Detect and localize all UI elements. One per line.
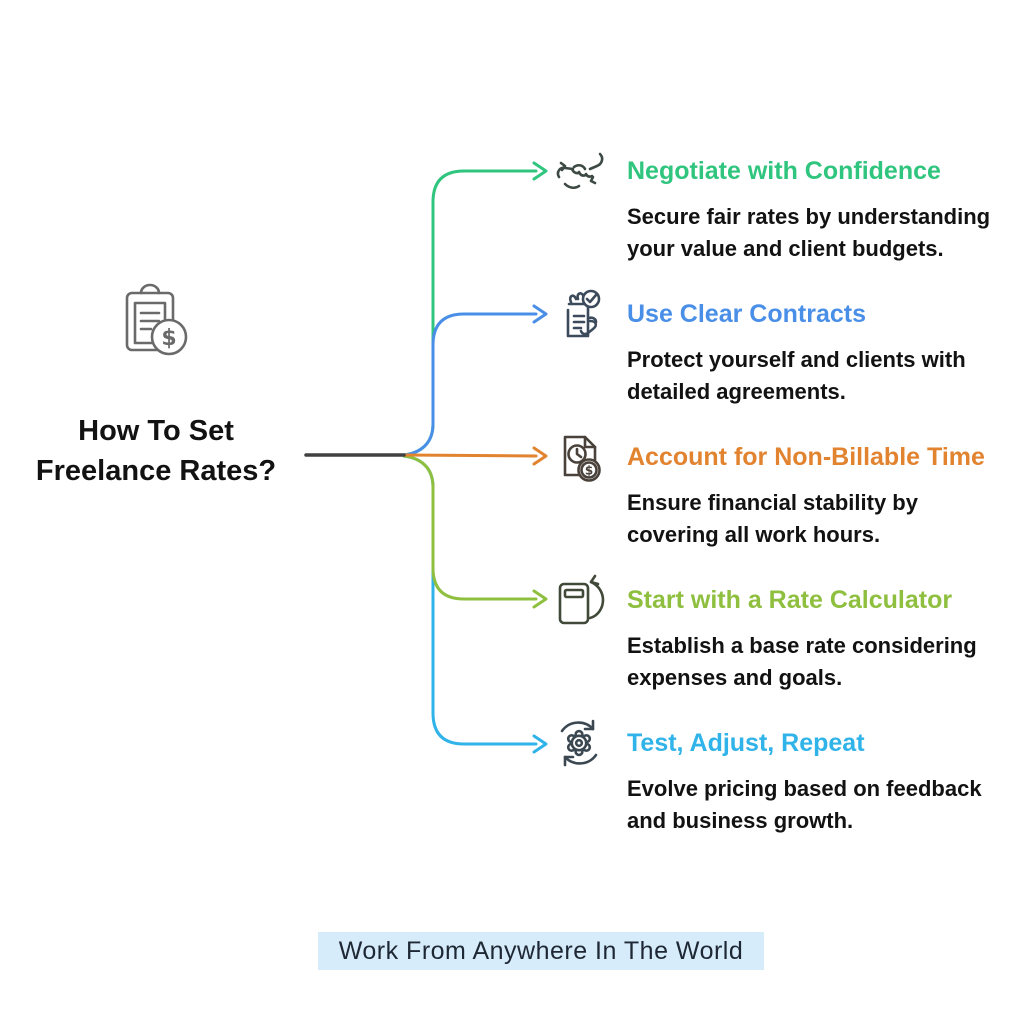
branch-desc-negotiate: Secure fair rates by understanding your … xyxy=(627,204,991,261)
branch-negotiate: Negotiate with Confidence Secure fair ra… xyxy=(627,155,1009,265)
connector-arrowhead-1 xyxy=(532,161,548,181)
footer-label: Work From Anywhere In The World xyxy=(338,936,744,965)
connector-branch-2 xyxy=(402,312,538,457)
branch-calculator: Start with a Rate Calculator Establish a… xyxy=(627,584,1009,694)
branch-title-contracts: Use Clear Contracts xyxy=(627,300,866,328)
root-title: How To Set Freelance Rates? xyxy=(8,411,304,491)
connector-arrowhead-3 xyxy=(532,446,548,466)
branch-contracts: Use Clear Contracts Protect yourself and… xyxy=(627,298,1009,408)
branch-desc-contracts: Protect yourself and clients with detail… xyxy=(627,347,966,404)
branch-title-nonbillable: Account for Non-Billable Time xyxy=(627,443,985,471)
svg-text:$: $ xyxy=(585,464,593,478)
clipboard-dollar-icon: $ xyxy=(112,280,194,362)
contract-check-icon xyxy=(550,285,608,343)
branch-iterate: Test, Adjust, Repeat Evolve pricing base… xyxy=(627,727,1009,837)
connector-arrowhead-4 xyxy=(532,589,548,609)
connector-arrowhead-5 xyxy=(532,734,548,754)
connector-branch-4 xyxy=(402,454,538,601)
branch-desc-iterate: Evolve pricing based on feedback and bus… xyxy=(627,776,982,833)
branch-nonbillable: Account for Non-Billable Time Ensure fin… xyxy=(627,441,1009,551)
connector-arrowhead-2 xyxy=(532,304,548,324)
branch-title-iterate: Test, Adjust, Repeat xyxy=(627,729,865,757)
gear-cycle-icon xyxy=(550,714,608,772)
branch-desc-calculator: Establish a base rate considering expens… xyxy=(627,633,977,690)
branch-desc-nonbillable: Ensure financial stability by covering a… xyxy=(627,490,918,547)
handshake-icon xyxy=(550,142,608,200)
root-title-line-2: Freelance Rates? xyxy=(35,455,277,487)
connector-branch-3 xyxy=(402,453,538,458)
document-clock-dollar-icon: $ xyxy=(550,428,608,486)
calculator-refresh-icon xyxy=(550,571,608,629)
root-title-line-1: How To Set xyxy=(78,415,234,447)
branch-title-negotiate: Negotiate with Confidence xyxy=(627,157,941,185)
footer-banner: Work From Anywhere In The World xyxy=(318,932,764,970)
branch-title-calculator: Start with a Rate Calculator xyxy=(627,586,953,614)
svg-text:$: $ xyxy=(161,326,176,351)
